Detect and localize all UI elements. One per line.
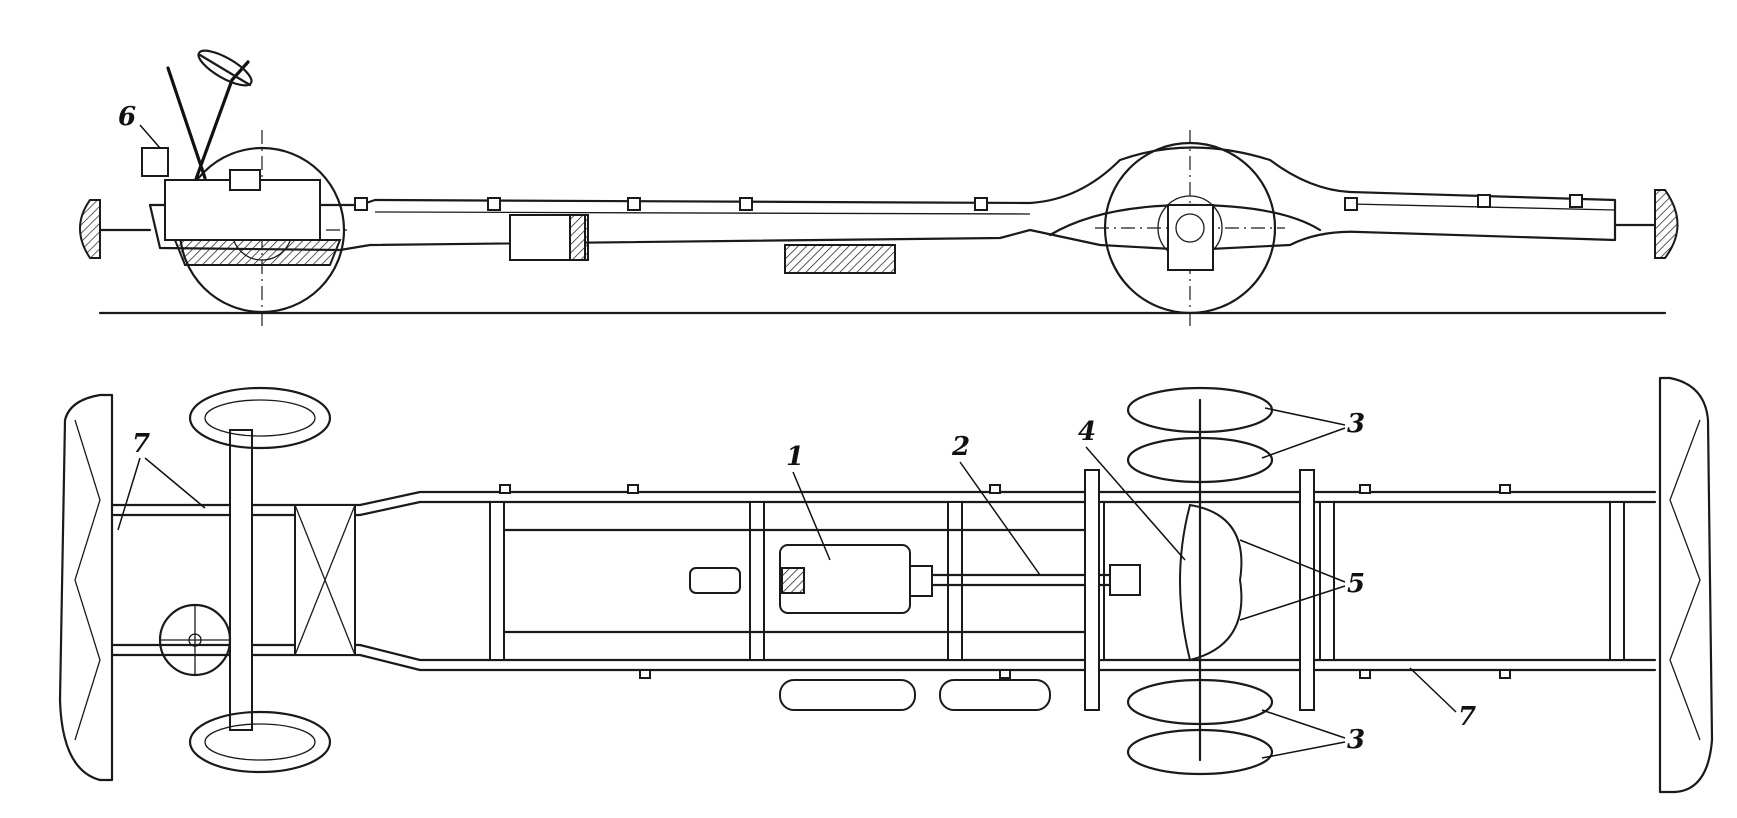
- callout-7-front: 7: [132, 429, 150, 459]
- front-bumper-plan: [58, 393, 102, 782]
- front-bumper-side: [79, 199, 101, 259]
- frame-brackets-side: [354, 194, 1583, 211]
- rear-axle-plan: [1084, 398, 1315, 762]
- transmission-unit-plan: [689, 544, 933, 614]
- callout-5: 5: [1347, 569, 1365, 599]
- callout-7-rear: 7: [1458, 702, 1476, 732]
- callout-6: 6: [118, 102, 136, 132]
- frame-brackets-plan: [499, 484, 1511, 679]
- rear-axle-side: [1048, 203, 1322, 271]
- frame-rail-right-plan: [110, 653, 1657, 672]
- cross-members: [489, 501, 1625, 661]
- callout-4: 4: [1078, 417, 1096, 447]
- rear-bumper-plan: [1668, 376, 1714, 794]
- callouts: 6 7 1 2 4 3 5 7 3: [117, 102, 1476, 759]
- steering-column-side: [141, 49, 342, 266]
- callout-3-top: 3: [1347, 409, 1365, 439]
- callout-1: 1: [786, 442, 804, 472]
- rear-bumper-side: [1654, 189, 1679, 259]
- front-axle-plan: [188, 386, 332, 774]
- callout-3-bottom: 3: [1347, 725, 1365, 755]
- callout-2: 2: [951, 432, 970, 462]
- frame-rail-side: [148, 146, 1617, 252]
- battery-box-side: [784, 244, 896, 274]
- side-view: [79, 49, 1679, 330]
- air-tanks-plan: [779, 679, 1051, 711]
